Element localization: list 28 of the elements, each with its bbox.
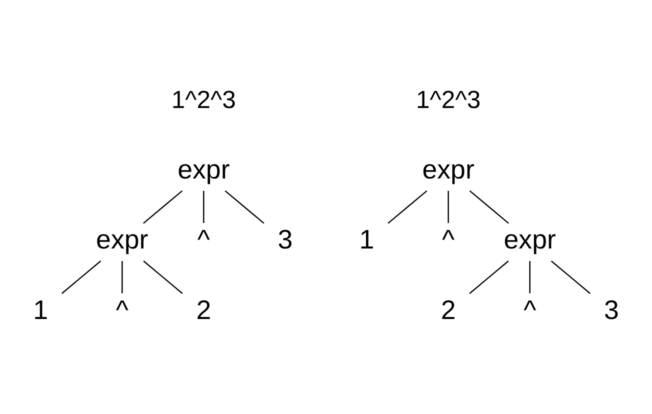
connector [388, 190, 428, 224]
node-text: ^ [197, 224, 210, 255]
node-text: 2 [440, 294, 456, 325]
node-text: 3 [604, 294, 619, 325]
connector [469, 190, 509, 224]
connector [122, 261, 123, 294]
label: 1^2^3 [171, 87, 236, 114]
node-text: 1 [359, 224, 374, 255]
connector [143, 190, 183, 224]
connector [469, 260, 509, 294]
node-text: expr [178, 154, 230, 184]
node-text: expr [504, 224, 556, 255]
node-text: 2 [196, 294, 212, 325]
node-text: 3 [278, 224, 293, 255]
connector [224, 190, 264, 224]
node-text: ^ [442, 224, 455, 255]
label: 1^2^3 [416, 87, 481, 114]
connector [529, 261, 530, 294]
connector [550, 260, 591, 294]
node-text: expr [96, 224, 148, 255]
node-text: ^ [116, 294, 128, 325]
node-text: ^ [524, 294, 536, 325]
connector [203, 190, 204, 224]
connector [448, 190, 449, 224]
node-text: 1 [33, 294, 48, 325]
connector [61, 260, 102, 294]
connector [143, 260, 183, 294]
node-text: expr [422, 154, 474, 184]
